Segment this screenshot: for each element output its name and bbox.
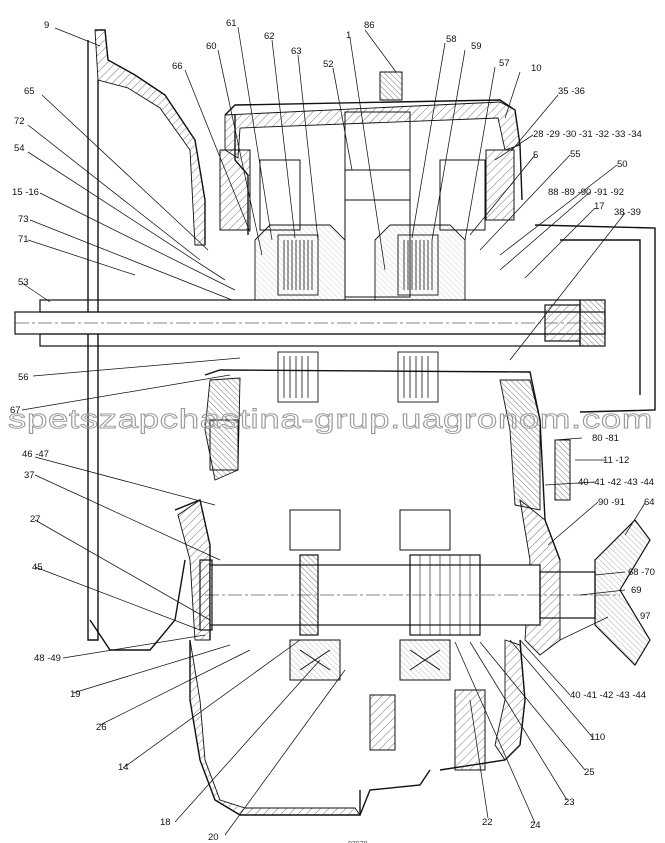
- callout-label: 54: [14, 143, 25, 154]
- callout-label: 57: [499, 58, 510, 69]
- callout-label: 35 -36: [558, 86, 585, 97]
- output-shaft: [199, 519, 651, 666]
- callout-label: 55: [570, 149, 581, 160]
- callout-label: 62: [264, 31, 275, 42]
- callout-label: 59: [471, 41, 482, 52]
- callout-label: 52: [323, 59, 334, 70]
- callout-label: 64: [644, 497, 655, 508]
- callout-label: 28 -29 -30 -31 -32 -33 -34: [533, 129, 642, 140]
- upper-clutch-packs: [254, 224, 466, 403]
- upper-gear-drum: [219, 71, 515, 298]
- lower-bearing-sets: [209, 419, 571, 771]
- callout-label: 1: [346, 30, 351, 41]
- callout-label: 88 -89 -90 -91 -92: [548, 187, 624, 198]
- callout-label: 110: [590, 732, 605, 743]
- watermark-text: spetszapchastina-grup.uagronom.com: [8, 404, 653, 434]
- callout-label: 15 -16: [12, 187, 39, 198]
- callout-label: 38 -39: [614, 207, 641, 218]
- callout-label: 72: [14, 116, 25, 127]
- callout-label: 69: [631, 585, 642, 596]
- callout-label: 90 -91: [598, 497, 625, 508]
- callout-label: 19: [70, 689, 81, 700]
- callout-label: 17: [594, 201, 605, 212]
- callout-label: 67: [10, 405, 21, 416]
- callout-label: 37: [24, 470, 35, 481]
- callout-label: 48 -49: [34, 653, 61, 664]
- callout-label: 53: [18, 277, 29, 288]
- callout-label: 86: [364, 20, 375, 31]
- callout-label: 27: [30, 514, 41, 525]
- callout-label: 71: [18, 234, 29, 245]
- callout-label: 45: [32, 562, 43, 573]
- callout-label: 97: [640, 611, 651, 622]
- callout-label: 23: [564, 797, 575, 808]
- callout-label: 5: [533, 150, 538, 161]
- drawing-code: 07878: [348, 841, 368, 843]
- callout-label: 58: [446, 34, 457, 45]
- callout-label: 22: [482, 817, 493, 828]
- callout-label: 10: [531, 63, 542, 74]
- callout-label: 56: [18, 372, 29, 383]
- callout-label: 50: [617, 159, 628, 170]
- callout-label: 66: [172, 61, 183, 72]
- callout-label: 40 -41 -42 -43 -44: [570, 690, 646, 701]
- input-shaft: [14, 299, 606, 347]
- callout-label: 63: [291, 46, 302, 57]
- callout-label: 46 -47: [22, 449, 49, 460]
- callout-label: 11 -12: [603, 455, 629, 466]
- callout-label: 18: [160, 817, 171, 828]
- callout-label: 61: [226, 18, 237, 29]
- callout-labels: 9 61 86 1 58 59 57 10 60 62 63 66 52 65 …: [10, 18, 655, 843]
- callout-label: 14: [118, 762, 129, 773]
- callout-label: 68 -70: [628, 567, 655, 578]
- callout-label: 65: [24, 86, 35, 97]
- callout-label: 9: [44, 20, 49, 31]
- callout-label: 24: [530, 820, 541, 831]
- callout-label: 26: [96, 722, 107, 733]
- callout-label: 25: [584, 767, 595, 778]
- callout-leaders: [21, 26, 646, 836]
- callout-label: 73: [18, 214, 29, 225]
- callout-label: 40 -41 -42 -43 -44: [578, 477, 654, 488]
- callout-label: 20: [208, 832, 219, 843]
- callout-label: 60: [206, 41, 217, 52]
- callout-label: 80 -81: [592, 433, 619, 444]
